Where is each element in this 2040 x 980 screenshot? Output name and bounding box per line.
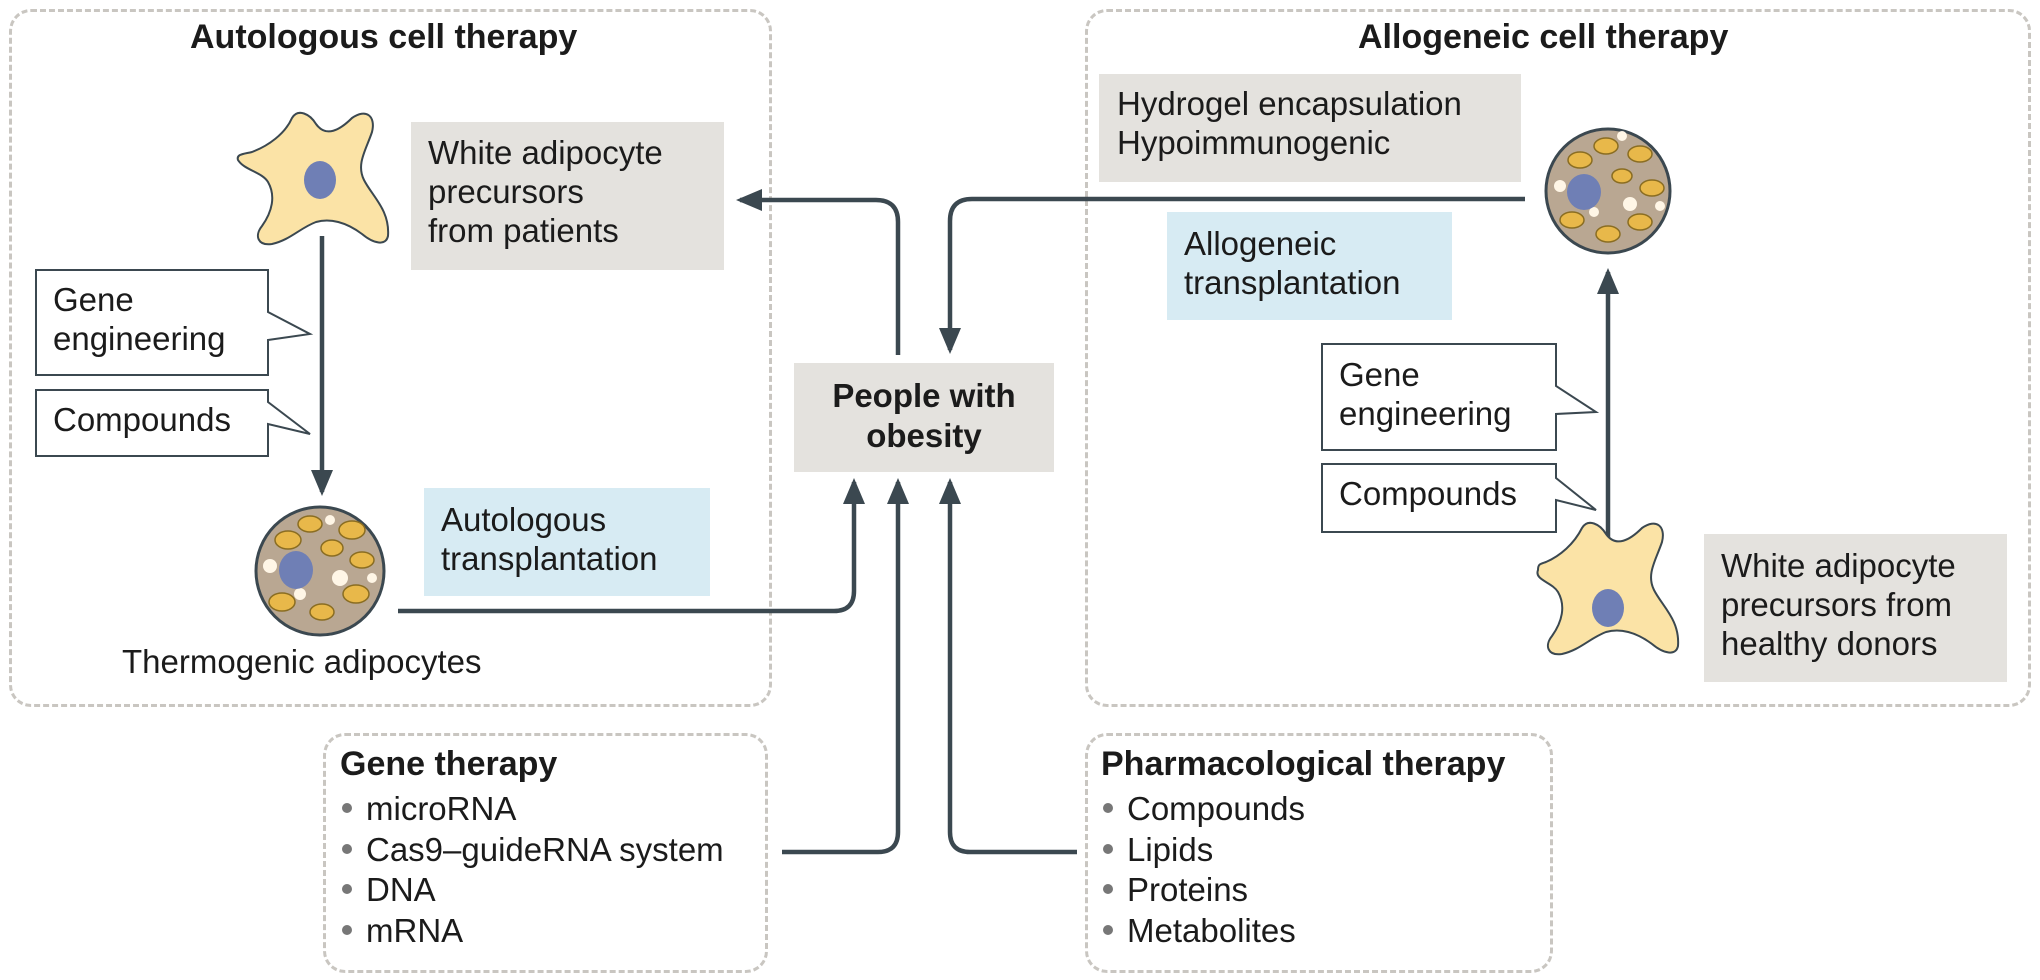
allogeneic-precursor-line-3: healthy donors (1721, 625, 1938, 662)
arrow-to-autologous-precursor (736, 189, 901, 355)
hydrogel-label: Hydrogel encapsulation Hypoimmunogenic (1099, 74, 1521, 182)
list-item: Cas9–guideRNA system (340, 830, 724, 871)
pharmacological-therapy-panel (1085, 733, 1553, 973)
gene-therapy-title: Gene therapy (340, 745, 558, 783)
gene-therapy-panel (323, 733, 768, 973)
bullet-icon (342, 843, 352, 854)
bullet-icon (1103, 843, 1113, 854)
list-item: microRNA (340, 789, 724, 830)
autologous-precursor-line-3: from patients (428, 212, 619, 249)
people-with-obesity-box: People with obesity (794, 363, 1054, 472)
list-item: DNA (340, 870, 724, 911)
allogeneic-panel (1085, 9, 2031, 707)
center-label-line-1: People with (832, 377, 1016, 414)
thermogenic-adipocytes-label: Thermogenic adipocytes (122, 643, 482, 680)
pharmacological-therapy-arrow (939, 478, 1077, 855)
allogeneic-gene-engineering-line-2: engineering (1339, 395, 1512, 432)
allogeneic-precursor-line-1: White adipocyte (1721, 547, 1956, 584)
allogeneic-title: Allogeneic cell therapy (1358, 18, 1729, 56)
allogeneic-precursor-cell (1536, 521, 1680, 656)
gene-therapy-arrow (782, 478, 909, 855)
bullet-icon (1103, 924, 1113, 935)
autologous-precursor-line-1: White adipocyte (428, 134, 663, 171)
allogeneic-compounds-callout-shape (1321, 463, 1597, 533)
list-item: Compounds (1101, 789, 1305, 830)
compounds-callout-shape (35, 389, 311, 457)
hydrogel-line-1: Hydrogel encapsulation (1117, 85, 1462, 122)
autologous-compounds-label: Compounds (53, 401, 231, 438)
thermogenic-adipocyte-cell (254, 505, 386, 637)
autologous-title: Autologous cell therapy (190, 18, 578, 56)
allogeneic-precursor-label: White adipocyte precursors from healthy … (1704, 534, 2007, 682)
allogeneic-gene-engineering-line-1: Gene (1339, 356, 1420, 393)
list-item: Proteins (1101, 870, 1305, 911)
bullet-icon (1103, 884, 1113, 895)
allogeneic-precursor-line-2: precursors from (1721, 586, 1953, 623)
list-item: Lipids (1101, 830, 1305, 871)
autologous-precursor-cell (236, 111, 390, 246)
autologous-transplant-line-1: Autologous (441, 501, 607, 538)
autologous-precursor-label: White adipocyte precursors from patients (411, 122, 724, 270)
pharmacological-therapy-list: Compounds Lipids Proteins Metabolites (1101, 789, 1305, 951)
allogeneic-transplantation-label: Allogeneic transplantation (1167, 212, 1452, 320)
allogeneic-transplant-arrow (939, 196, 1525, 354)
hydrogel-line-2: Hypoimmunogenic (1117, 124, 1391, 161)
gene-engineering-line-1: Gene (53, 281, 134, 318)
pharmacological-therapy-title: Pharmacological therapy (1101, 745, 1506, 783)
autologous-precursor-line-2: precursors (428, 173, 584, 210)
allogeneic-transplant-line-2: transplantation (1184, 264, 1401, 301)
autologous-transplant-line-2: transplantation (441, 540, 658, 577)
center-label-line-2: obesity (866, 417, 982, 454)
bullet-icon (342, 924, 352, 935)
autologous-transplant-arrow (398, 478, 865, 614)
bullet-icon (342, 803, 352, 814)
list-item: mRNA (340, 911, 724, 952)
allogeneic-compounds-label: Compounds (1339, 475, 1517, 512)
bullet-icon (342, 884, 352, 895)
gene-therapy-list: microRNA Cas9–guideRNA system DNA mRNA (340, 789, 724, 951)
allogeneic-transplant-line-1: Allogeneic (1184, 225, 1337, 262)
autologous-panel (9, 9, 772, 707)
gene-engineering-callout-shape (35, 269, 314, 376)
bullet-icon (1103, 803, 1113, 814)
list-item: Metabolites (1101, 911, 1305, 952)
allogeneic-gene-engineering-callout-shape (1321, 343, 1600, 451)
autologous-transplantation-label: Autologous transplantation (424, 488, 710, 596)
allogeneic-encapsulated-cell (1544, 127, 1672, 255)
gene-engineering-line-2: engineering (53, 320, 226, 357)
